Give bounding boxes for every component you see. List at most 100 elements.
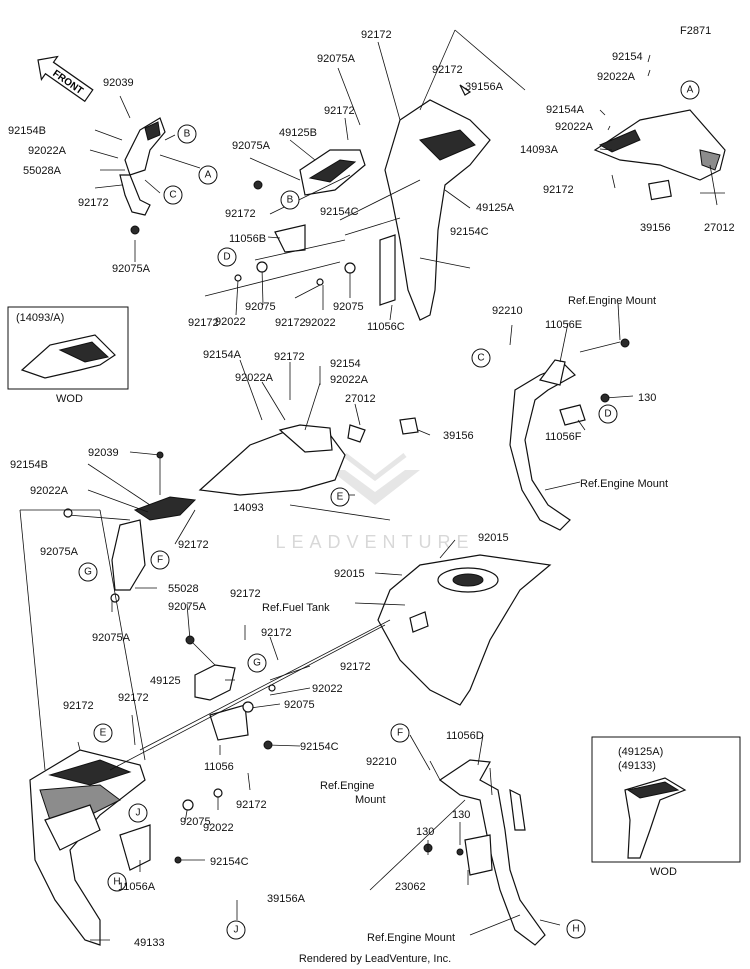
label-92154b: 92154B	[10, 459, 48, 471]
label-92039: 92039	[88, 447, 119, 459]
label-92075: 92075	[245, 301, 276, 313]
cowling-49125a	[204, 29, 526, 321]
label-130: 130	[416, 826, 434, 838]
watermark-text: LEADVENTURE	[275, 532, 474, 552]
fuel-tank	[354, 539, 552, 706]
label-92022: 92022	[203, 822, 234, 834]
label-92154c: 92154C	[450, 226, 489, 238]
inset-49125a-49133: (49125A) (49133) WOD	[591, 736, 741, 878]
callout-j: J	[128, 803, 148, 823]
callout-g: G	[78, 562, 98, 582]
label-92172: 92172	[78, 197, 109, 209]
label-92154c: 92154C	[320, 206, 359, 218]
label-92172: 92172	[63, 700, 94, 712]
label-92075a: 92075A	[92, 632, 131, 644]
label-92022a: 92022A	[30, 485, 69, 497]
diagram-code: F2871	[680, 25, 711, 37]
label-92154a: 92154A	[203, 349, 242, 361]
label-49125b: 49125B	[279, 127, 317, 139]
svg-text:J: J	[234, 925, 239, 936]
watermark: LEADVENTURE	[275, 453, 474, 552]
label-49125a: 49125A	[476, 202, 515, 214]
svg-text:A: A	[205, 170, 212, 181]
callout-a: A	[198, 165, 218, 185]
label-mount: Mount	[355, 794, 386, 806]
svg-text:C: C	[169, 190, 176, 201]
callout-a-2: A	[680, 80, 700, 100]
svg-text:G: G	[253, 658, 261, 669]
svg-text:G: G	[84, 567, 92, 578]
label-92172: 92172	[178, 539, 209, 551]
label-55028a: 55028A	[23, 165, 62, 177]
callout-b-2: B	[280, 190, 300, 210]
label-39156a: 39156A	[465, 81, 504, 93]
front-arrow: FRONT	[37, 55, 94, 103]
label-27012: 27012	[704, 222, 735, 234]
label-92210: 92210	[492, 305, 523, 317]
svg-text:H: H	[572, 924, 579, 935]
callout-e-2: E	[93, 723, 113, 743]
bracket-11056e	[509, 302, 634, 531]
label-92172: 92172	[275, 317, 306, 329]
callout-h: H	[107, 872, 127, 892]
svg-text:C: C	[477, 353, 484, 364]
callout-h-2: H	[566, 919, 586, 939]
label-92154a: 92154A	[546, 104, 585, 116]
label-92210: 92210	[366, 756, 397, 768]
inset-49125a-title-2: (49133)	[618, 760, 656, 772]
panel-14093a	[593, 54, 726, 206]
label-92172: 92172	[230, 588, 261, 600]
label-11056: 11056	[204, 761, 234, 773]
label-92022a: 92022A	[555, 121, 594, 133]
svg-text:E: E	[100, 728, 107, 739]
label-49125: 49125	[150, 675, 181, 687]
label-92172: 92172	[340, 661, 371, 673]
label-11056a: 11056A	[118, 881, 156, 893]
label-92022a: 92022A	[28, 145, 67, 157]
label-92075a: 92075A	[317, 53, 356, 65]
callout-d: D	[217, 247, 237, 267]
svg-text:B: B	[287, 195, 294, 206]
label-92075: 92075	[284, 699, 315, 711]
label-39156: 39156	[640, 222, 671, 234]
label-92022a: 92022A	[597, 71, 636, 83]
label-11056d: 11056D	[446, 730, 484, 742]
label-92075a: 92075A	[232, 140, 271, 152]
callout-f-2: F	[390, 723, 410, 743]
callout-c-2: C	[471, 348, 491, 368]
callout-j-2: J	[226, 920, 246, 940]
label-92172: 92172	[261, 627, 292, 639]
label-ref-engine-mount: Ref.Engine Mount	[580, 478, 668, 490]
label-92154c: 92154C	[210, 856, 249, 868]
label-92154: 92154	[330, 358, 361, 370]
label-92075: 92075	[333, 301, 364, 313]
inset-49125a-caption: WOD	[650, 866, 677, 878]
svg-text:A: A	[687, 85, 694, 96]
label-14093: 14093	[233, 502, 264, 514]
svg-text:F: F	[157, 555, 163, 566]
label-92172: 92172	[236, 799, 267, 811]
label-ref-fuel-tank: Ref.Fuel Tank	[262, 602, 330, 614]
part-labels: 92039 92154B 92022A 55028A 92172 92075A …	[8, 29, 735, 949]
label-11056f: 11056F	[545, 431, 582, 443]
label-ref-engine-mount: Ref.Engine Mount	[568, 295, 656, 307]
bracket-group-top-left	[89, 95, 201, 262]
label-92172: 92172	[188, 317, 219, 329]
label-92022a: 92022A	[235, 372, 274, 384]
label-92172: 92172	[543, 184, 574, 196]
label-23062: 23062	[395, 881, 426, 893]
callout-c: C	[163, 185, 183, 205]
label-92154b: 92154B	[8, 125, 46, 137]
svg-text:J: J	[136, 808, 141, 819]
callout-b: B	[177, 124, 197, 144]
label-55028: 55028	[168, 583, 199, 595]
svg-text:E: E	[337, 492, 344, 503]
label-39156a: 39156A	[267, 893, 306, 905]
callouts: A B C B D A C D E F G G E J H J F H	[78, 80, 700, 940]
label-130: 130	[452, 809, 470, 821]
svg-text:D: D	[223, 252, 230, 263]
label-14093a: 14093A	[520, 144, 559, 156]
bracket-11056d	[369, 734, 561, 946]
label-92015: 92015	[334, 568, 365, 580]
